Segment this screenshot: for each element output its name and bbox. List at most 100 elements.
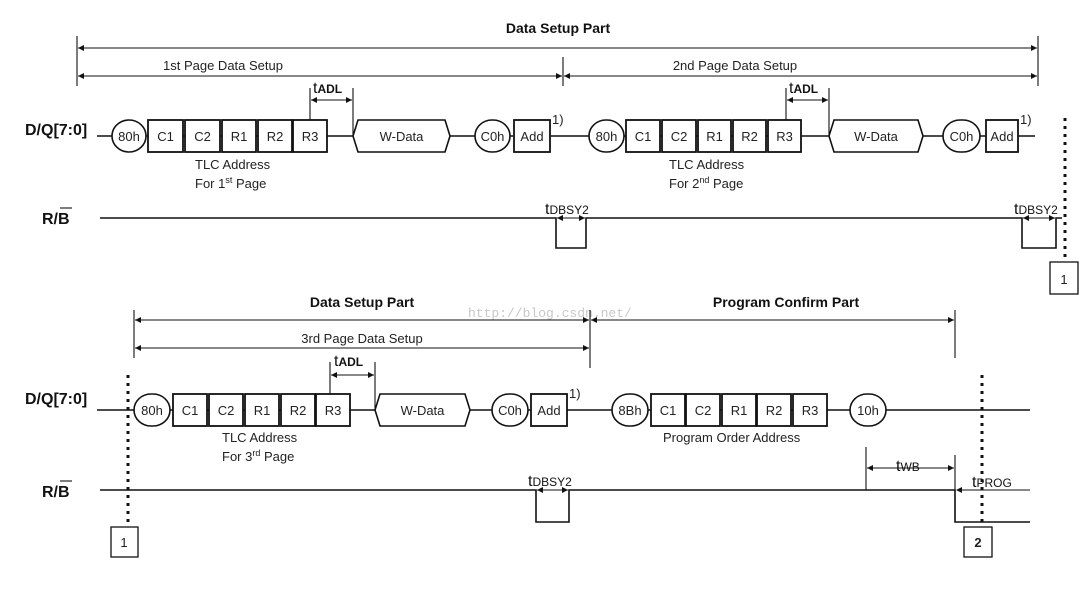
bus-cycle-box: Add (513, 119, 551, 153)
tadl-label: tADL (789, 80, 818, 97)
bus-cycle-box: R1 (221, 119, 257, 153)
bus-cycle-label: Add (537, 403, 560, 418)
bus-cycle-oval: 80h (111, 119, 147, 153)
bus-cycle-box: R3 (767, 119, 802, 153)
bus-cycle-hex: W-Data (352, 119, 451, 153)
connector-1-box (110, 526, 139, 558)
bus-cycle-oval: 80h (133, 393, 171, 427)
bus-cycle-oval: C0h (491, 393, 529, 427)
bus-cycle-label: Add (520, 129, 543, 144)
bus-cycle-label: C0h (481, 129, 505, 144)
connector-2-box (963, 526, 993, 558)
bus-cycle-box: R2 (732, 119, 767, 153)
tdbsy2-label: tDBSY2 (545, 201, 589, 218)
bus-cycle-label: C2 (194, 129, 211, 144)
dq-signal-label: D/Q[7:0] (25, 122, 87, 139)
bus-cycle-label: 8Bh (618, 403, 641, 418)
bus-cycle-label: C1 (157, 129, 174, 144)
bus-cycle-box: R3 (292, 119, 328, 153)
connector-1-box (1049, 261, 1079, 295)
tlc-address-label: TLC Address (222, 430, 298, 445)
bus-cycle-label: R1 (731, 403, 748, 418)
bus-cycle-label: R3 (302, 129, 319, 144)
bus-cycle-label: Add (990, 129, 1013, 144)
twb-label: tWB (896, 458, 920, 475)
footnote-marker: 1) (569, 386, 581, 401)
bus-cycle-box: R2 (257, 119, 293, 153)
connector-1-label: 1 (120, 535, 127, 550)
bus-cycle-box: R2 (280, 393, 316, 427)
bus-cycle-label: C2 (218, 403, 235, 418)
bus-cycle-label: C2 (671, 129, 688, 144)
bus-cycle-oval: 8Bh (611, 393, 649, 427)
bus-cycle-box: R3 (792, 393, 828, 427)
tlc-address-label: TLC Address (669, 157, 745, 172)
footnote-marker: 1) (1020, 112, 1032, 127)
bus-cycle-box: Add (985, 119, 1019, 153)
dq-signal-label: D/Q[7:0] (25, 391, 87, 408)
rb-signal-label: R/B (42, 211, 70, 228)
tadl-label: tADL (313, 80, 342, 97)
bus-cycle-label: R1 (254, 403, 271, 418)
bus-cycle-label: 80h (596, 129, 618, 144)
bus-cycle-label: C0h (950, 129, 974, 144)
bus-cycle-label: C2 (695, 403, 712, 418)
bus-cycle-box: C1 (172, 393, 208, 427)
bus-cycle-label: R2 (290, 403, 307, 418)
bus-cycle-label: 80h (141, 403, 163, 418)
bus-cycle-box: C2 (685, 393, 721, 427)
tlc-address-label: TLC Address (195, 157, 271, 172)
bus-cycle-label: C1 (182, 403, 199, 418)
rb-signal-label: R/B (42, 484, 70, 501)
bus-cycle-label: W-Data (401, 403, 446, 418)
bottom-setup-title: Data Setup Part (310, 294, 415, 310)
program-order-address-label: Program Order Address (663, 430, 801, 445)
bus-cycle-oval: 10h (849, 393, 887, 427)
bus-cycle-box: R2 (756, 393, 792, 427)
bus-cycle-label: R3 (325, 403, 342, 418)
page1-label: For 1st Page (195, 175, 266, 191)
bus-cycle-hex: W-Data (374, 393, 471, 427)
page3-setup-label: 3rd Page Data Setup (301, 331, 422, 346)
bus-cycle-hex: W-Data (828, 119, 924, 153)
page2-setup-label: 2nd Page Data Setup (673, 58, 797, 73)
tprog-label: tPROG (972, 474, 1012, 491)
bus-cycle-box: C1 (650, 393, 686, 427)
bus-cycle-box: Add (530, 393, 568, 427)
bus-cycle-box: C2 (208, 393, 244, 427)
bus-cycle-box: C1 (625, 119, 661, 153)
bus-cycle-oval: C0h (942, 119, 981, 153)
page3-label: For 3rd Page (222, 448, 294, 464)
tdbsy2-label: tDBSY2 (1014, 201, 1058, 218)
page1-setup-label: 1st Page Data Setup (163, 58, 283, 73)
bus-cycle-label: R3 (776, 129, 793, 144)
bus-cycle-oval: 80h (588, 119, 625, 153)
bus-cycle-label: R1 (231, 129, 248, 144)
bus-cycle-box: C1 (147, 119, 184, 153)
bus-cycle-label: R2 (267, 129, 284, 144)
bus-cycle-label: R3 (802, 403, 819, 418)
bus-cycle-box: R1 (697, 119, 732, 153)
tadl-label: tADL (334, 353, 363, 370)
bus-cycle-box: R1 (721, 393, 757, 427)
connector-2-label: 2 (974, 535, 981, 550)
bus-cycle-label: C1 (660, 403, 677, 418)
bus-cycle-label: C1 (635, 129, 652, 144)
program-confirm-title: Program Confirm Part (713, 294, 860, 310)
footnote-marker: 1) (552, 112, 564, 127)
bus-cycle-box: C2 (661, 119, 697, 153)
tdbsy2-label: tDBSY2 (528, 473, 572, 490)
bus-cycle-box: C2 (184, 119, 221, 153)
top-title: Data Setup Part (506, 20, 611, 36)
page2-label: For 2nd Page (669, 175, 743, 191)
bus-cycle-label: R2 (741, 129, 758, 144)
bus-cycle-oval: C0h (474, 119, 511, 153)
bus-cycle-box: R1 (244, 393, 280, 427)
bus-cycle-label: R1 (706, 129, 723, 144)
bus-cycle-box: R3 (315, 393, 351, 427)
bus-cycle-label: 10h (857, 403, 879, 418)
connector-1-label: 1 (1060, 272, 1067, 287)
bus-cycle-label: W-Data (380, 129, 425, 144)
bus-cycle-label: 80h (118, 129, 140, 144)
